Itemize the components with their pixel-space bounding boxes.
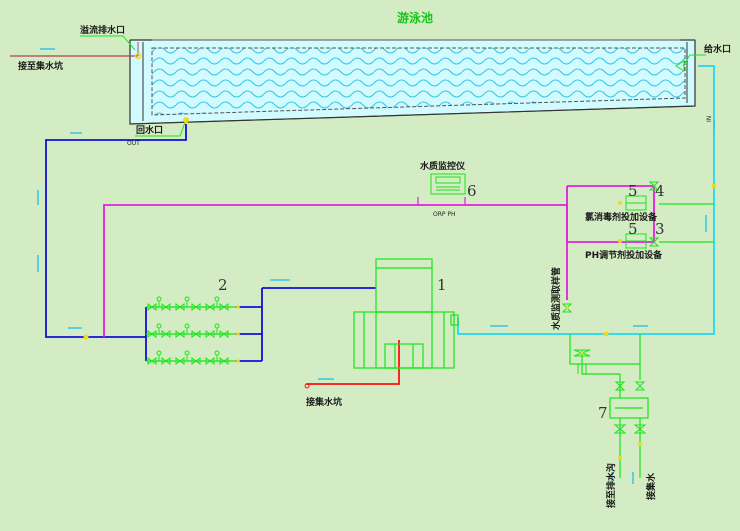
filter-valve: [205, 330, 215, 338]
pipe-joint: [236, 305, 240, 309]
gauge-icon: [156, 350, 162, 356]
label-number-5b: 5: [628, 220, 638, 238]
drain-valves: [613, 381, 647, 460]
out-label: OUT: [127, 140, 140, 147]
orp-ph-label: ORP PH: [433, 211, 456, 218]
chlorine-dosing-unit: [625, 195, 647, 211]
gauge-icon: [184, 323, 190, 329]
return-leader: [135, 119, 187, 137]
return-inlet-fitting: [183, 117, 189, 123]
label-number-2: 2: [218, 276, 228, 294]
ph-dosing-label: PH调节剂投加设备: [585, 249, 663, 261]
supply-inlet-label: 给水口: [704, 43, 731, 55]
supply-pipe: [457, 65, 715, 335]
label-number-7: 7: [598, 404, 608, 422]
sampling-line: [103, 204, 568, 337]
pipe-joint: [236, 359, 240, 363]
label-number-4: 4: [655, 182, 665, 200]
filter-valve: [147, 303, 157, 311]
branch-valve: [573, 349, 591, 374]
treatment-unit: [609, 397, 649, 419]
filter-valve: [175, 357, 185, 365]
to-drain-label: 接至排水沟: [605, 463, 617, 508]
pipe-joint: [236, 332, 240, 336]
overflow-leader: [80, 35, 136, 51]
drain-pipe: [306, 340, 400, 385]
filter-valve: [191, 303, 201, 311]
label-number-3: 3: [655, 220, 665, 238]
return-pipe: [45, 124, 187, 338]
treatment-branch: [569, 334, 641, 365]
supply-leader: [682, 54, 706, 67]
filter-bank: [145, 279, 376, 362]
gauge-icon: [156, 323, 162, 329]
overflow-outlet-label: 溢流排水口: [80, 24, 125, 36]
filter-valve: [219, 357, 229, 365]
label-number-1: 1: [437, 276, 447, 294]
filter-valve: [147, 330, 157, 338]
to-sump-vertical-label: 接集水: [645, 472, 657, 500]
to-sump-top-label: 接至集水坑: [18, 60, 63, 72]
filter-valve: [175, 303, 185, 311]
label-number-6: 6: [467, 182, 477, 200]
gauge-icon: [214, 323, 220, 329]
gauge-icon: [214, 296, 220, 302]
filter-valve: [205, 357, 215, 365]
ph-dosing-unit: [625, 233, 647, 249]
filter-valve: [147, 357, 157, 365]
gauge-icon: [156, 296, 162, 302]
gauge-icon: [184, 296, 190, 302]
sampling-valve: [561, 303, 573, 313]
filter-valve: [205, 303, 215, 311]
gauge-icon: [184, 350, 190, 356]
filter-valve: [191, 330, 201, 338]
return-inlet-label: 回水口: [136, 124, 163, 136]
swimming-pool: [129, 39, 696, 125]
pump-unit: [353, 258, 459, 369]
filter-valves: [147, 296, 240, 365]
gauge-icon: [214, 350, 220, 356]
filter-valve: [175, 330, 185, 338]
dosing-loop: [567, 185, 655, 243]
water-quality-monitor-label: 水质监控仪: [420, 160, 466, 172]
chlorine-dosing-label: 氯消毒剂投加设备: [585, 211, 658, 223]
label-number-5a: 5: [628, 182, 638, 200]
filter-valve: [161, 357, 171, 365]
filter-valve: [191, 357, 201, 365]
supply-inlet-fitting: [675, 60, 685, 72]
pool-title: 游泳池: [397, 10, 433, 25]
to-sump-bottom-label: 接集水坑: [306, 396, 342, 408]
filter-valve: [219, 303, 229, 311]
in-label: IN: [706, 116, 713, 122]
sampling-pipe-label: 水质监测取样管: [550, 267, 562, 330]
dosing-valves: [618, 181, 660, 247]
filter-valve: [161, 303, 171, 311]
overflow-outlet-fitting: [134, 52, 142, 60]
filter-valve: [219, 330, 229, 338]
filter-valve: [161, 330, 171, 338]
water-quality-monitor: [430, 173, 466, 195]
